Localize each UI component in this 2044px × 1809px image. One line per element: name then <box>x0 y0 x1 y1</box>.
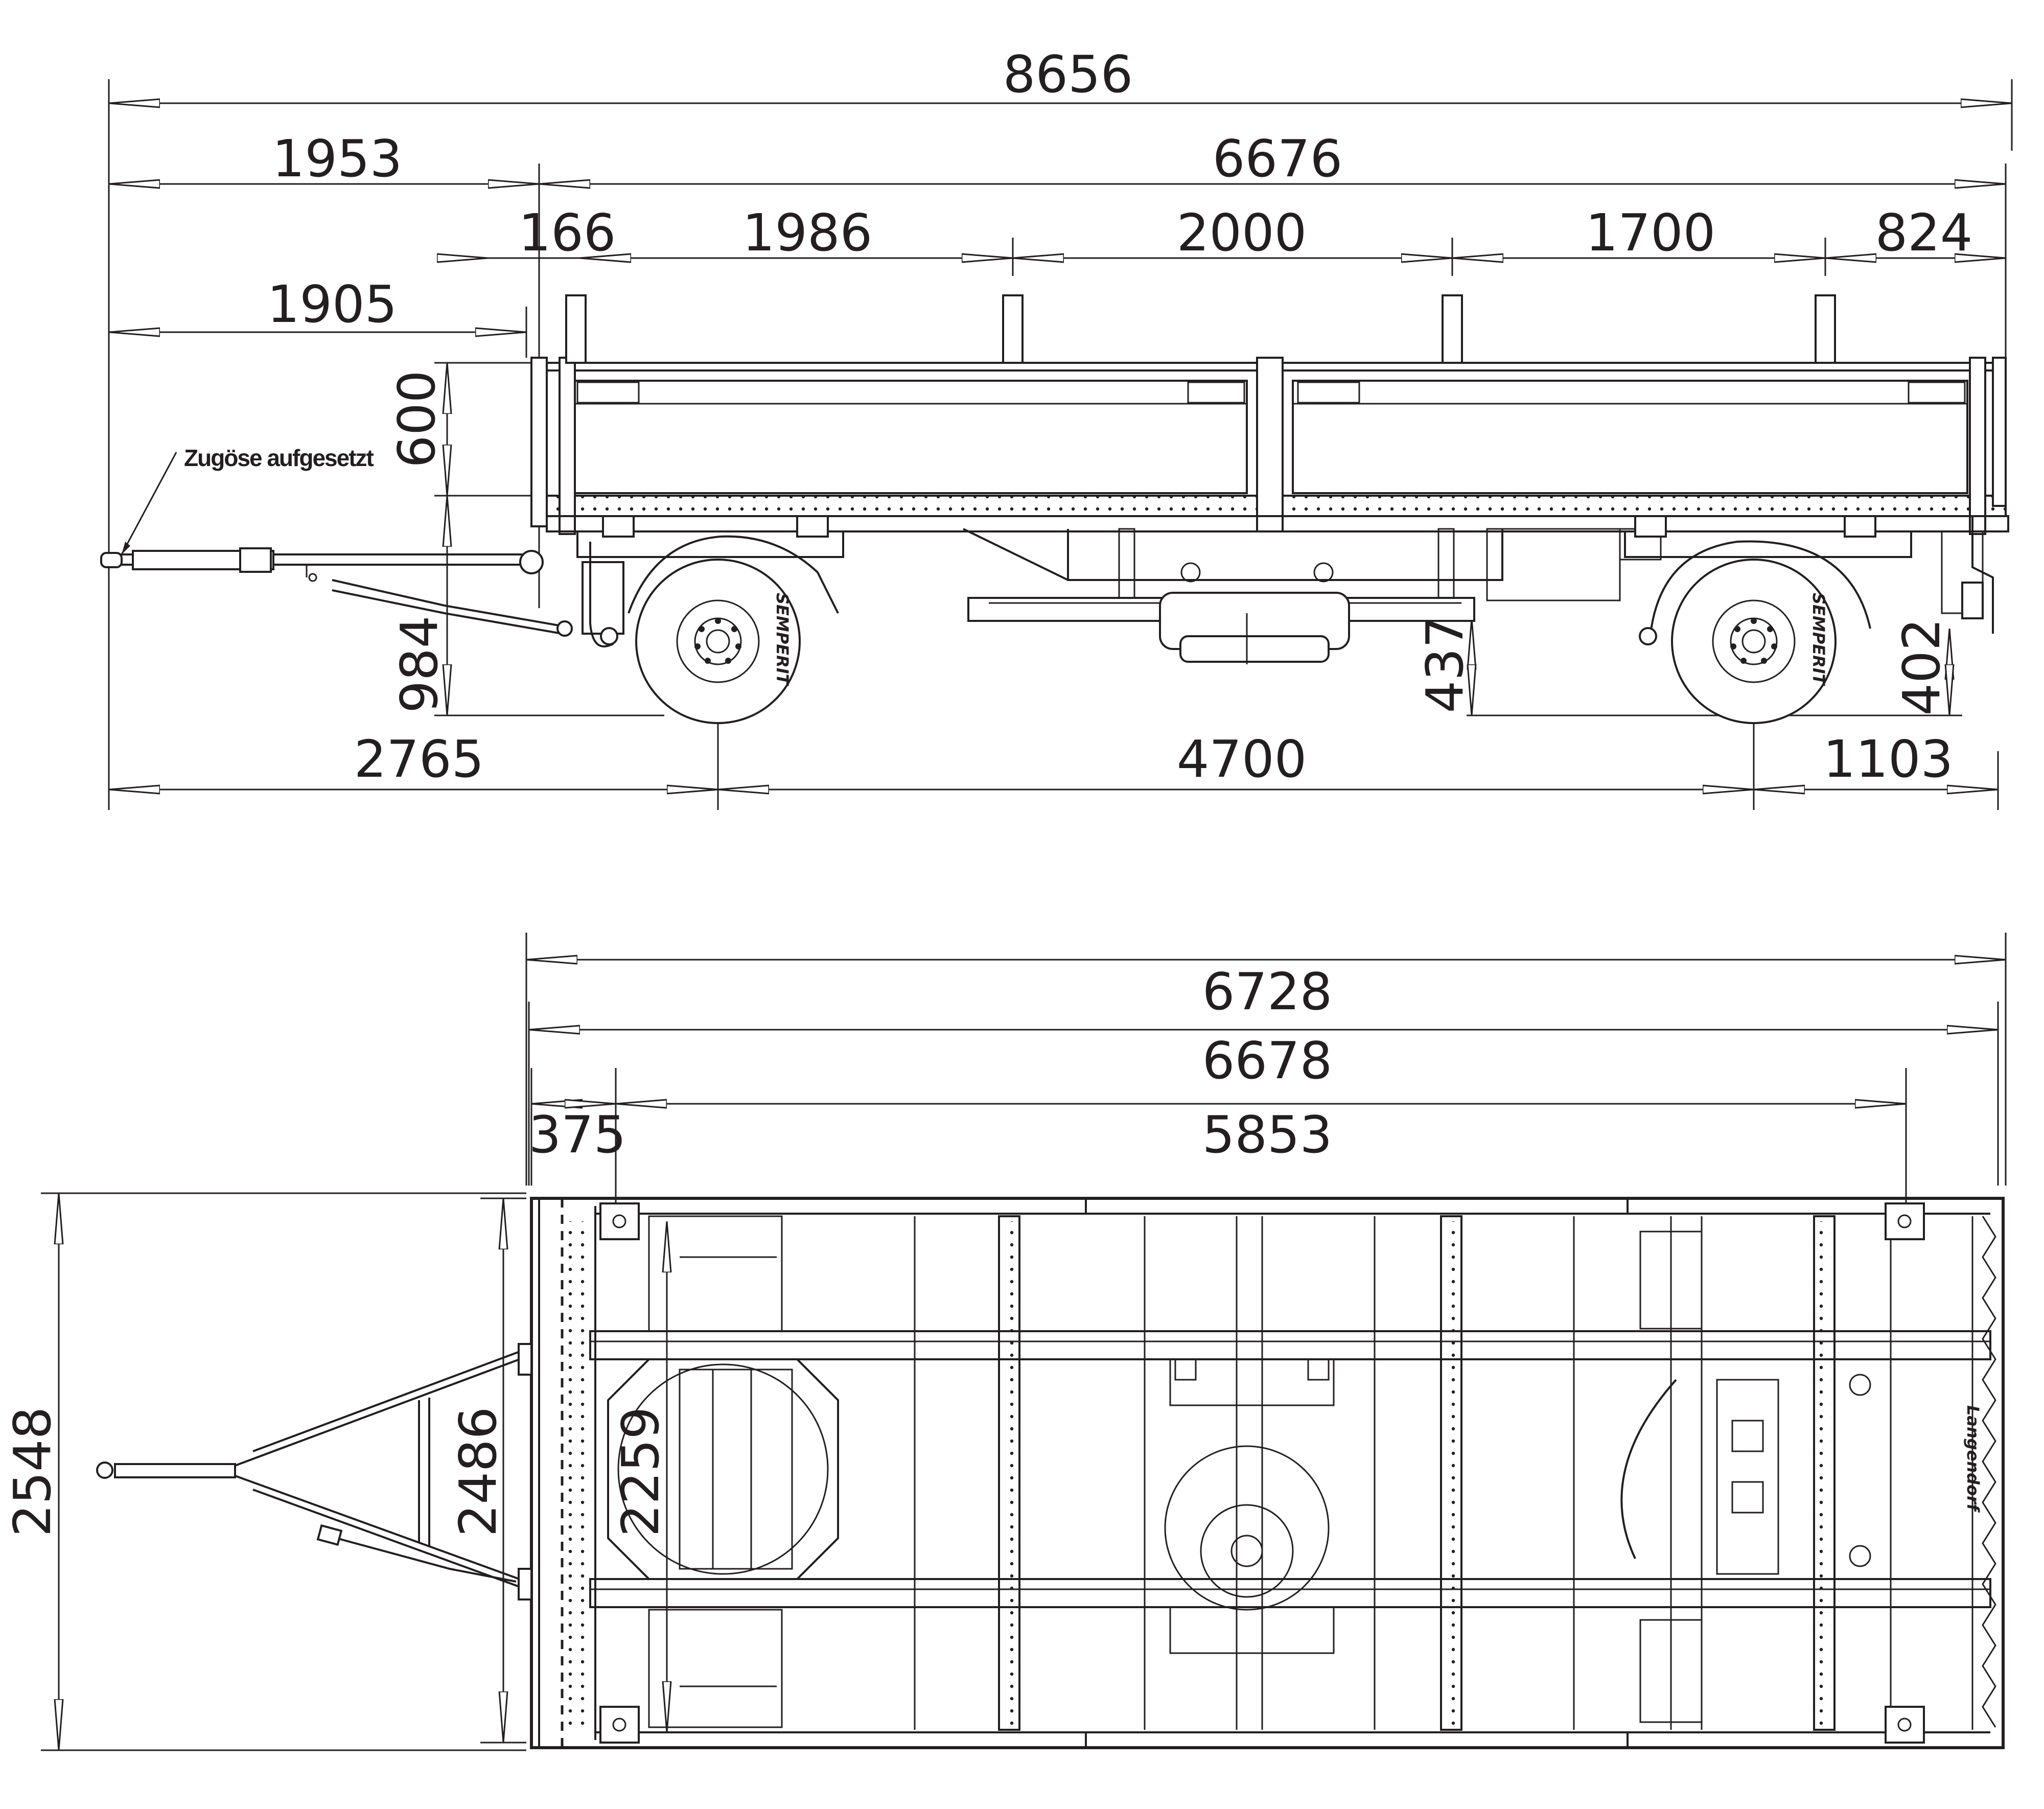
dim-stake-1: 1986 <box>742 203 873 263</box>
dim-length-total: 6728 <box>1202 962 1333 1022</box>
front-wheel <box>635 559 801 724</box>
rear-axle-assembly: SEMPERIT <box>1624 515 1912 724</box>
side-chassis <box>546 515 2009 664</box>
top-drawbar <box>96 1343 532 1601</box>
dim-eye-to-front-axle: 2765 <box>354 729 484 789</box>
dim-rear-overhang: 1103 <box>1823 729 1954 789</box>
dim-floor-height: 984 <box>389 616 449 713</box>
rear-wheel <box>1671 559 1837 724</box>
rear-assembly <box>1620 1231 1871 1723</box>
dim-tank-clearance: 437 <box>1415 616 1475 713</box>
dim-stake-2: 2000 <box>1177 203 1307 263</box>
drawbar-eye-note: Zugöse aufgesetzt <box>184 445 374 471</box>
top-dimension-lines <box>59 960 2006 1750</box>
top-drawbar-eye <box>96 1462 113 1479</box>
side-body <box>530 294 2007 535</box>
dim-length-between-eyes: 5853 <box>1202 1105 1333 1165</box>
dim-body-length: 6676 <box>1213 129 1343 189</box>
dim-front-offset: 375 <box>529 1105 626 1165</box>
front-tire-brand: SEMPERIT <box>773 593 792 686</box>
dim-wheelbase: 4700 <box>1177 729 1307 789</box>
top-brand-mark: Langendorf <box>1963 1405 1983 1513</box>
drawbar-eye <box>100 552 123 568</box>
dim-rear-clearance: 402 <box>1892 618 1952 716</box>
front-axle-assembly: SEMPERIT <box>576 515 844 724</box>
rung-pattern <box>567 1221 1832 1727</box>
note-leader-arrowhead <box>122 542 130 554</box>
dim-drawbar-length: 1905 <box>267 274 398 334</box>
dim-side-height: 600 <box>387 370 447 468</box>
dim-stake-3: 1700 <box>1586 203 1716 263</box>
side-drawbar <box>100 547 573 637</box>
front-wheel-bolts <box>694 618 741 664</box>
dim-width-total: 2548 <box>3 1407 62 1537</box>
top-view: 6728 6678 375 5853 2548 2486 2259 <box>3 933 2007 1751</box>
rear-wheel-bolts <box>1730 618 1777 664</box>
dim-length-frame: 6678 <box>1202 1031 1333 1091</box>
dim-turntable-diameter: 2259 <box>611 1407 670 1537</box>
note-leader-line <box>121 452 177 555</box>
dim-drawbar-to-body: 1953 <box>272 129 403 189</box>
dim-width-body: 2486 <box>448 1407 508 1537</box>
turntable <box>607 1215 839 1728</box>
side-view: 8656 1953 6676 166 1986 2000 1700 824 19… <box>100 44 2013 810</box>
dim-overall-length: 8656 <box>1003 44 1133 104</box>
top-extension-lines <box>41 933 2007 1751</box>
rear-tire-brand: SEMPERIT <box>1809 593 1828 686</box>
middle-assembly <box>1164 1358 1335 1654</box>
dim-rear-stake: 824 <box>1875 203 1973 263</box>
dim-front-overhang: 166 <box>519 203 616 263</box>
top-frame: Langendorf <box>530 1197 2005 1749</box>
